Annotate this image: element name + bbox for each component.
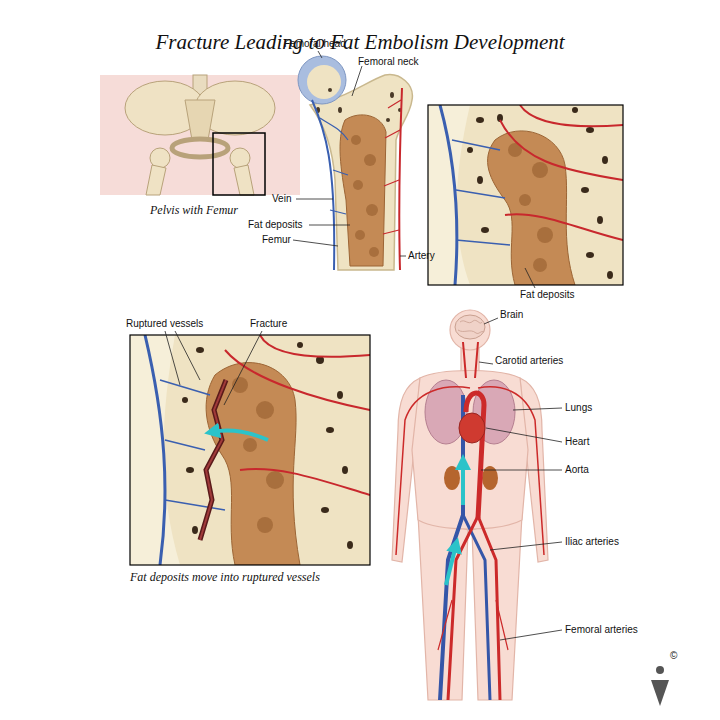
- leader-lines: [165, 51, 562, 640]
- part-label: Femoral arteries: [565, 624, 638, 636]
- copyright-mark: ©: [670, 650, 677, 662]
- part-label: Iliac arteries: [565, 536, 619, 548]
- fracture-inset: [130, 335, 370, 565]
- title: Fracture Leading to Fat Embolism Develop…: [0, 30, 720, 55]
- part-label: Fat deposits: [248, 219, 302, 231]
- part-label: Lungs: [565, 402, 592, 414]
- caption: Fat deposits move into ruptured vessels: [130, 570, 320, 584]
- part-label: Fat deposits: [520, 289, 574, 301]
- part-label: Ruptured vessels: [126, 318, 203, 330]
- part-label: Fracture: [250, 318, 287, 330]
- caption: Pelvis with Femur: [150, 203, 238, 217]
- part-label: Aorta: [565, 464, 589, 476]
- logo-mark: [651, 666, 669, 706]
- part-label: Femur: [262, 234, 291, 246]
- part-label: Brain: [500, 309, 523, 321]
- part-label: Carotid arteries: [495, 355, 563, 367]
- part-label: Femoral head: [284, 38, 346, 50]
- body-figure: [392, 310, 548, 700]
- part-label: Artery: [408, 250, 435, 262]
- femur-drawing: [298, 56, 412, 270]
- part-label: Vein: [272, 193, 291, 205]
- pelvis-panel: [100, 75, 300, 195]
- marrow-inset: [428, 105, 623, 285]
- part-label: Femoral neck: [358, 56, 419, 68]
- part-label: Heart: [565, 436, 589, 448]
